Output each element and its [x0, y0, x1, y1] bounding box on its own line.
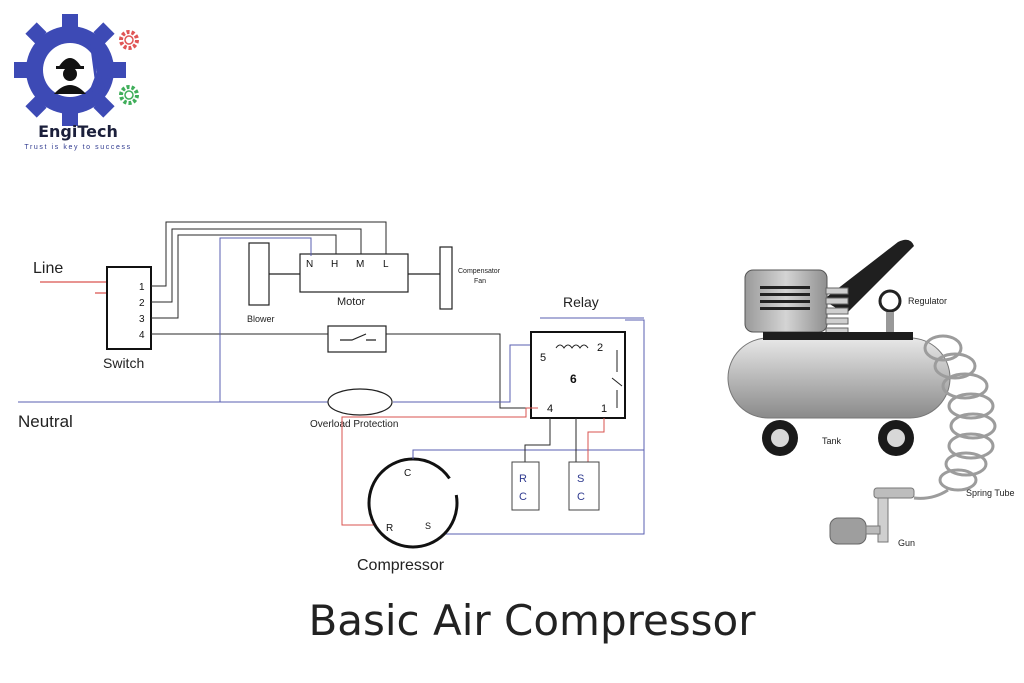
compensator-fan-label-2: Fan: [474, 278, 486, 285]
relay-terminal-5: 5: [540, 352, 546, 364]
run-capacitor: [511, 461, 540, 511]
motor-label: Motor: [337, 296, 365, 308]
compressor-terminal-r: R: [386, 523, 393, 534]
red-wires: [341, 407, 605, 526]
compressor-label: Compressor: [357, 557, 445, 574]
engitech-logo: [14, 14, 139, 126]
switch-terminal-4: 4: [139, 330, 145, 341]
brand-tagline: Trust is key to success: [24, 144, 132, 151]
handle-icon: [823, 239, 914, 314]
relay-terminal-4: 4: [547, 403, 553, 415]
relay-label: Relay: [563, 294, 599, 310]
switch-label: Switch: [103, 355, 144, 371]
relay-contact: [611, 350, 623, 408]
tank-icon: [727, 337, 951, 419]
relay-coil: [555, 344, 589, 349]
start-capacitor: [568, 461, 600, 511]
motor-box: [299, 253, 409, 293]
compressor-c-wire: [412, 449, 440, 459]
network-icon: [82, 44, 114, 108]
engineer-icon: [54, 58, 86, 94]
switch-terminal-1: 1: [139, 282, 145, 293]
relay-terminal-2: 2: [597, 342, 603, 354]
main-title: Basic Air Compressor: [308, 596, 756, 645]
small-gear-green-icon: [119, 85, 139, 105]
switch-terminal-3: 3: [139, 314, 145, 325]
spring-tube-icon: [913, 334, 997, 500]
tank-label: Tank: [822, 436, 842, 446]
tank-base-plate-icon: [763, 332, 913, 340]
switch-box: [106, 266, 152, 350]
regulator-stem-icon: [886, 312, 894, 334]
switch-motor-wires: [151, 221, 531, 409]
small-gear-red-icon: [119, 30, 139, 50]
blower-label: Blower: [247, 314, 275, 324]
neutral-label: Neutral: [18, 412, 73, 431]
overload-protection: [327, 388, 393, 416]
start-capacitor-c: C: [577, 491, 585, 503]
switch-terminal-2: 2: [139, 298, 145, 309]
compressor-terminal-c: C: [404, 468, 411, 479]
run-capacitor-c: C: [519, 491, 527, 503]
motor-terminal-l: L: [383, 259, 389, 270]
blower: [248, 242, 270, 306]
compressor-terminal-s: S: [425, 521, 431, 531]
line-label: Line: [33, 260, 63, 277]
spring-tube-label: Spring Tube: [966, 488, 1015, 498]
motor-terminal-n: N: [306, 259, 313, 270]
relay-terminal-6: 6: [570, 372, 577, 386]
motor-terminal-m: M: [356, 259, 364, 270]
compensator-fan: [439, 246, 453, 310]
brand-name: EngiTech: [38, 122, 118, 141]
start-capacitor-s: S: [577, 473, 584, 485]
motor-vents-icon: [760, 286, 810, 310]
motor-terminal-h: H: [331, 259, 338, 270]
capacitor-wires-black: [524, 418, 577, 462]
wheel-left-icon: [762, 420, 798, 456]
wheel-right-icon: [878, 420, 914, 456]
overload-protection-label: Overload Protection: [310, 419, 398, 430]
spray-gun-icon: [829, 487, 915, 545]
relay-terminal-1: 1: [601, 403, 607, 415]
air-compressor-illustration: Regulator Tank Spring Tube: [727, 239, 1015, 548]
compensator-fan-label-1: Compensator: [458, 268, 501, 275]
regulator-gauge-icon: [878, 289, 902, 313]
pressure-switch-contact: [340, 333, 376, 341]
compressor-motor: [367, 457, 459, 549]
run-capacitor-r: R: [519, 473, 527, 485]
regulator-label: Regulator: [908, 296, 947, 306]
relay-box: [530, 331, 626, 419]
pressure-switch: [327, 325, 387, 353]
gun-label: Gun: [898, 538, 915, 548]
